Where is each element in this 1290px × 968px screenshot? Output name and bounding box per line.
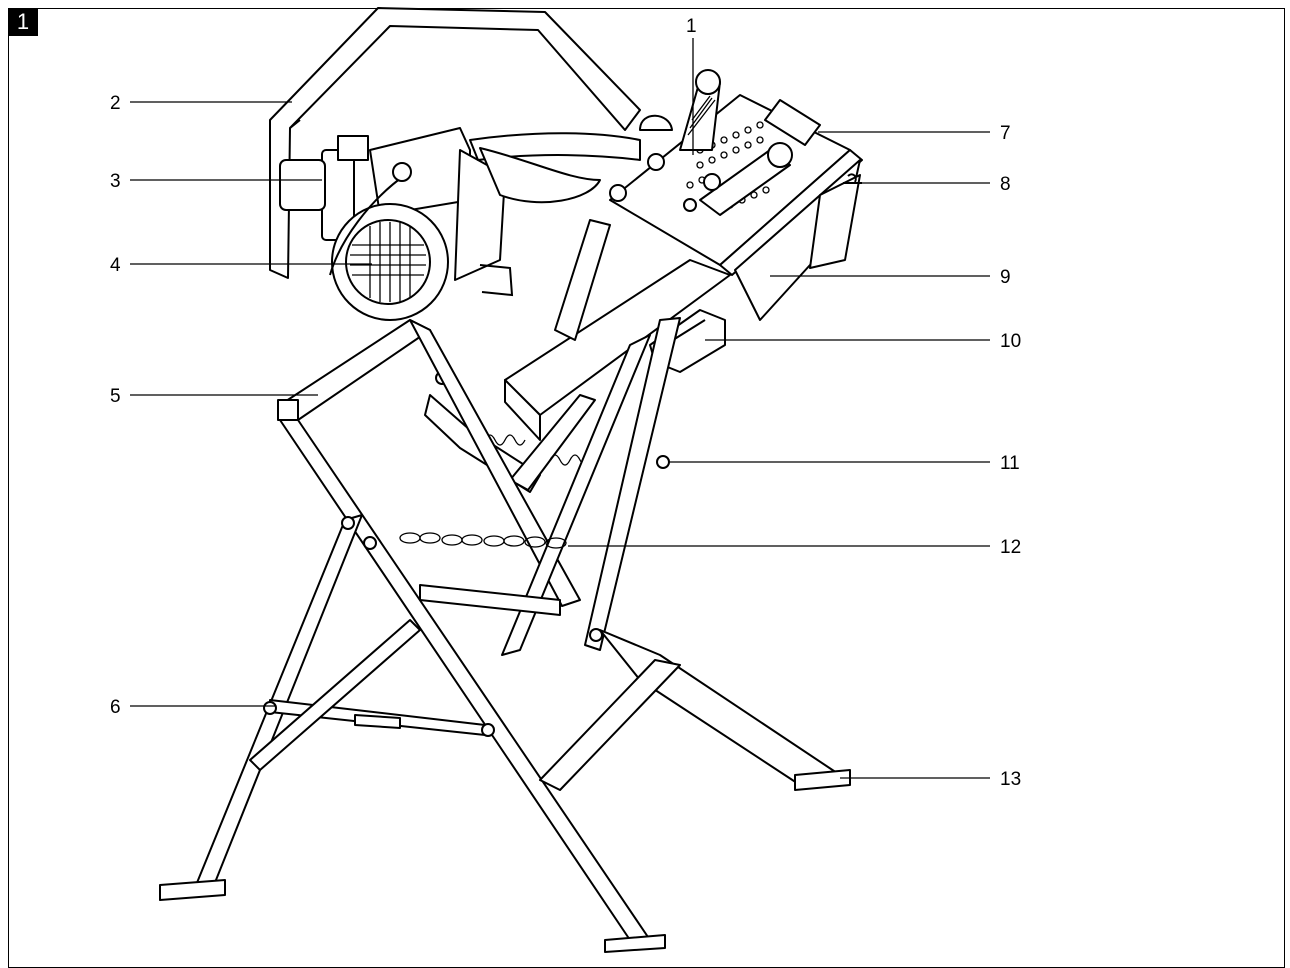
safety-chain xyxy=(399,532,567,549)
callout-1: 1 xyxy=(686,16,697,37)
workpiece-clamp xyxy=(639,69,721,151)
callout-11: 11 xyxy=(1000,453,1020,474)
callout-12: 12 xyxy=(1000,537,1021,558)
figure-number-badge: 1 xyxy=(8,8,38,36)
callout-2: 2 xyxy=(110,93,121,114)
sliding-carriage xyxy=(504,153,731,441)
callout-13: 13 xyxy=(1000,769,1021,790)
callout-leaders xyxy=(130,38,990,779)
callout-7: 7 xyxy=(1000,123,1011,144)
callout-8: 8 xyxy=(1000,174,1011,195)
callout-6: 6 xyxy=(110,697,121,718)
callout-3: 3 xyxy=(110,171,121,192)
blade-guard xyxy=(269,7,641,279)
callout-9: 9 xyxy=(1000,267,1011,288)
stand-frame xyxy=(159,317,851,953)
blade-arm xyxy=(469,132,641,204)
callout-labels: 1 2 3 4 5 6 7 8 9 10 11 12 13 xyxy=(110,16,1021,790)
callout-10: 10 xyxy=(1000,331,1021,352)
callout-5: 5 xyxy=(110,386,121,407)
callout-4: 4 xyxy=(110,255,121,276)
saw-table xyxy=(609,94,863,276)
side-tray xyxy=(734,159,861,321)
